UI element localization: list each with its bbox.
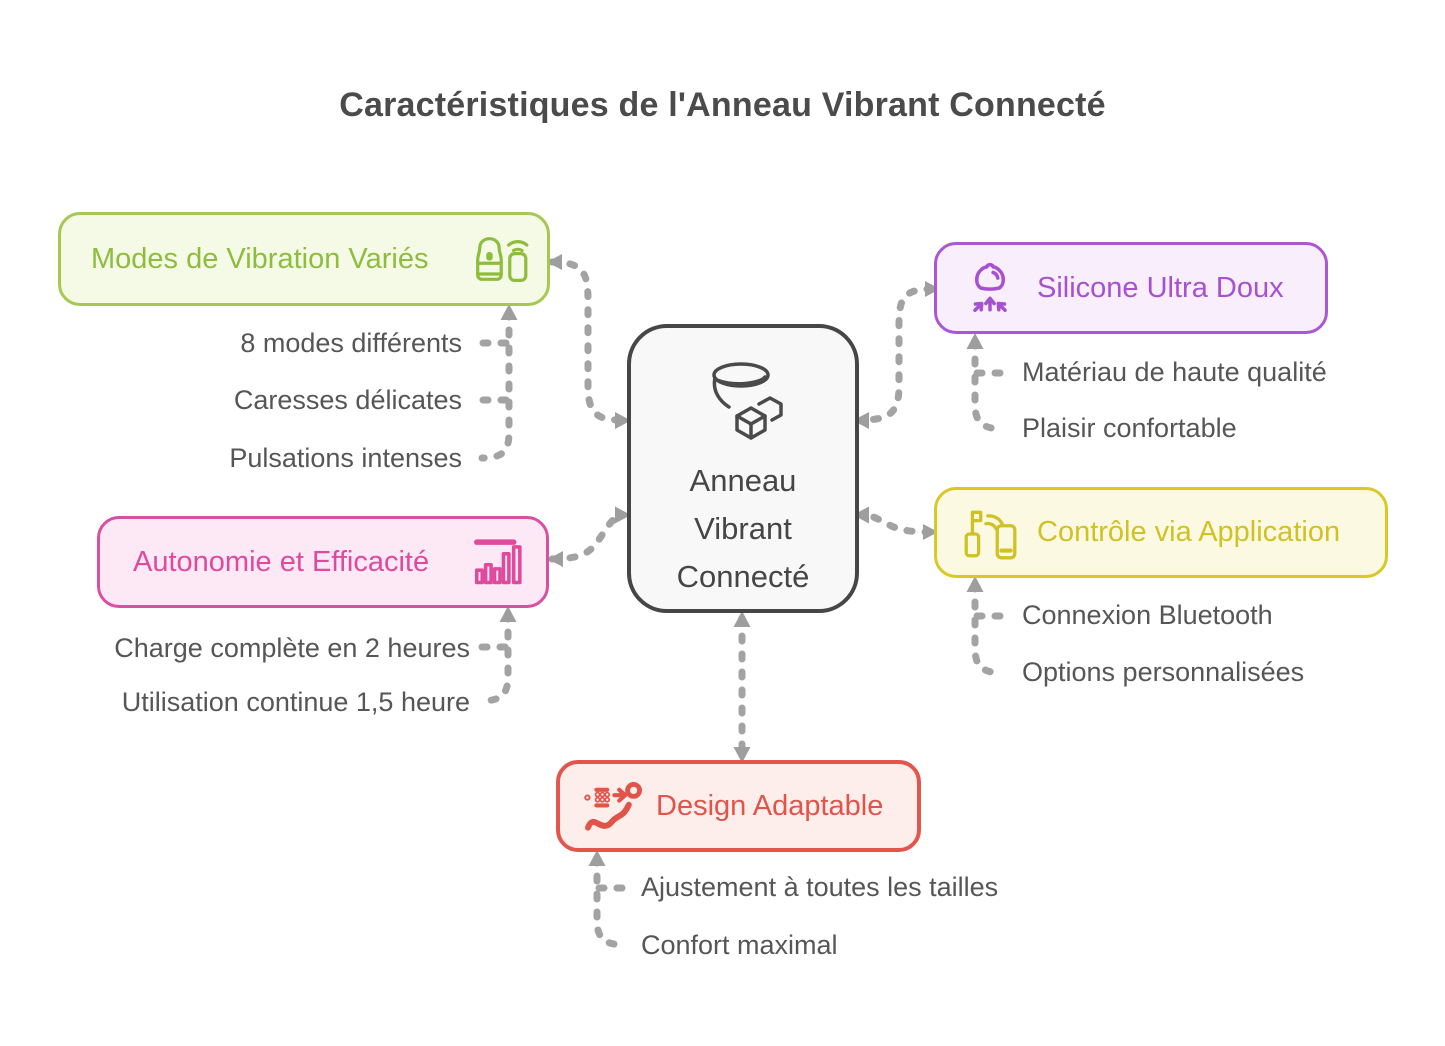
center-node: Anneau Vibrant Connecté [627, 324, 859, 613]
leaf-label: Confort maximal [641, 930, 838, 960]
leaf-label: Caresses délicates [233, 385, 462, 415]
branch-controle-application: Contrôle via Application [934, 487, 1388, 578]
center-label-line: Anneau [689, 463, 797, 498]
leaf-label: Matériau de haute qualité [1022, 357, 1327, 387]
branch-label: Contrôle via Application [1037, 516, 1341, 548]
connector-arrowheads [499, 254, 984, 866]
branch-label: Modes de Vibration Variés [91, 242, 429, 275]
leaf-label: Pulsations intenses [229, 443, 462, 473]
massager-and-remote-icon [467, 231, 529, 287]
remote-and-phone-icon [959, 504, 1021, 562]
leaf-label: Utilisation continue 1,5 heure [121, 687, 470, 717]
diagram-title: Caractéristiques de l'Anneau Vibrant Con… [339, 86, 1106, 124]
leaf-label: Charge complète en 2 heures [114, 633, 470, 663]
branch-autonomie-efficacite: Autonomie et Efficacité [97, 516, 549, 608]
condom-icon [961, 260, 1019, 316]
bar-chart-icon [472, 536, 528, 588]
leaf-label: 8 modes différents [240, 328, 462, 358]
branch-label: Autonomie et Efficacité [133, 545, 430, 578]
winding-path-icon [582, 777, 642, 835]
leaf-label: Plaisir confortable [1022, 413, 1237, 443]
branch-design-adaptable: Design Adaptable [556, 760, 921, 852]
branch-modes-de-vibration: Modes de Vibration Variés [58, 212, 550, 306]
center-label-line: Vibrant [694, 511, 792, 546]
leaf-label: Options personnalisées [1022, 657, 1305, 687]
branch-label: Design Adaptable [656, 789, 884, 822]
branch-silicone-ultra-doux: Silicone Ultra Doux [934, 242, 1328, 334]
ring-and-cube-icon [695, 354, 791, 451]
center-label-line: Connecté [676, 559, 810, 594]
leaf-label: Ajustement à toutes les tailles [641, 872, 999, 902]
branch-label: Silicone Ultra Doux [1037, 271, 1284, 304]
leaf-label: Connexion Bluetooth [1022, 600, 1273, 630]
